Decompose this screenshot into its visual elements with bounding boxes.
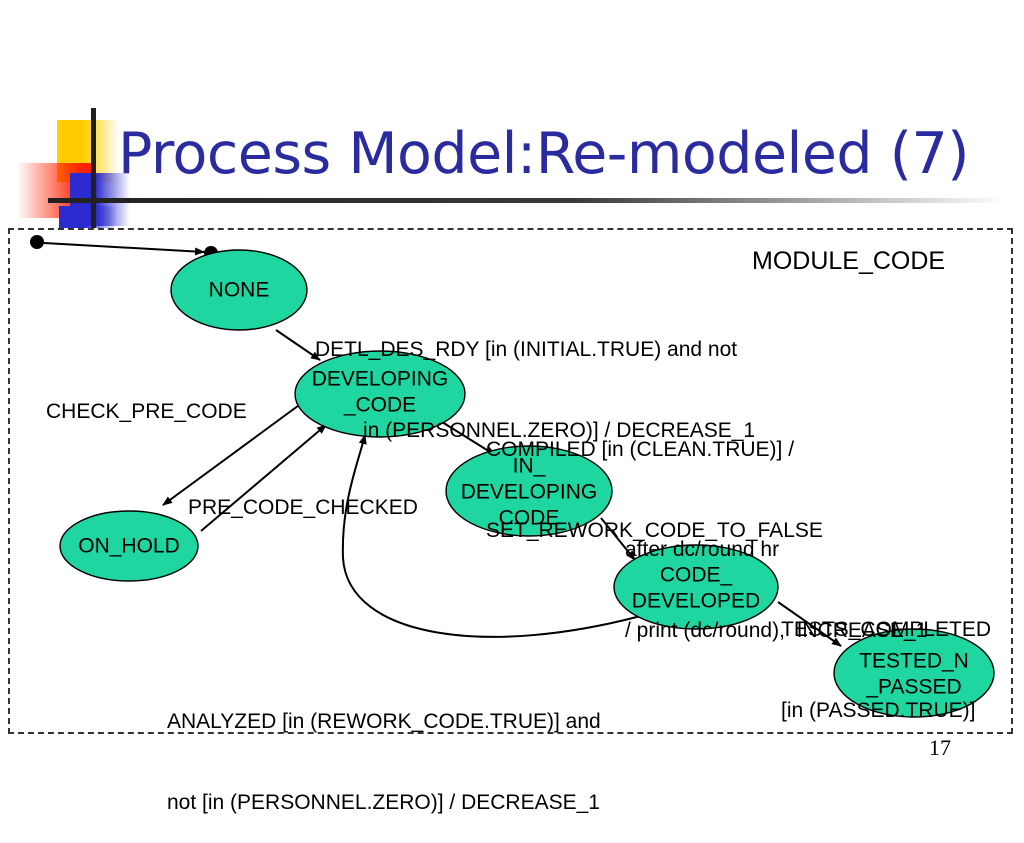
state-node-developing-code[interactable]: DEVELOPING _CODE [294,350,466,438]
state-node-code-developed[interactable]: CODE_ DEVELOPED [613,544,779,630]
page-number: 17 [929,735,951,760]
transition-label-check-pre-code: CHECK_PRE_CODE [46,400,247,423]
state-node-in-developing-code[interactable]: IN_ DEVELOPING CODE [445,445,613,537]
after-dc-line1: after dc/round hr [625,538,780,561]
developing-code-ellipse [294,350,466,438]
transition-label-compiled: COMPILED [in (CLEAN.TRUE)] / SET_REWORK_… [486,382,823,571]
transition-label-after-dc-round: after dc/round hr / print (dc/round), IN… [625,482,927,671]
analyzed-line1: ANALYZED [in (REWORK_CODE.TRUE)] and [167,710,601,733]
in-developing-code-label-line2: DEVELOPING [461,481,598,504]
none-ellipse [170,249,308,331]
compiled-line2: SET_REWORK_CODE_TO_FALSE [486,519,823,542]
edge-in-developing-code-to-code-developed [600,517,636,561]
edge-initial-to-none [43,242,205,256]
on-hold-label: ON_HOLD [78,535,180,558]
edge-developing-code-to-on-hold [162,399,307,506]
in-developing-code-label-line3: CODE [499,507,560,530]
tests-completed-line2: [in (PASSED.TRUE)] [781,699,976,722]
tested-n-passed-label-line1: TESTED_N [859,650,969,673]
edge-none-to-developing-code [275,329,321,361]
on-hold-ellipse [59,510,199,582]
page-title: Process Model:Re-modeled (7) [118,121,969,187]
region-label-module-code: MODULE_CODE [752,247,946,275]
code-developed-label-line1: CODE_ [660,564,733,587]
tested-n-passed-ellipse [833,628,995,718]
state-node-tested-n-passed[interactable]: TESTED_N _PASSED [833,628,995,718]
detl-des-rdy-line1: DETL_DES_RDY [in (INITIAL.TRUE) and not [315,338,738,361]
detl-des-rdy-line2: in (PERSONNEL.ZERO)] / DECREASE_1 [363,419,756,442]
none-label: NONE [209,279,270,302]
tests-completed-line1: TESTS_COMPLETED [781,618,992,641]
developing-code-label-line2: _CODE [343,394,416,417]
transition-label-pre-code-checked: PRE_CODE_CHECKED [188,496,418,519]
edge-on-hold-to-developing-code [200,424,327,532]
initial-state-dot [30,235,44,249]
code-developed-ellipse [613,544,779,630]
in-developing-code-label-line1: IN_ [513,455,546,478]
edge-code-developed-to-developing-code-analyzed [341,434,649,638]
state-node-on-hold[interactable]: ON_HOLD [59,510,199,582]
compiled-line1: COMPILED [in (CLEAN.TRUE)] / [486,438,795,461]
state-machine-diagram: NONE DEVELOPING _CODE ON_HOLD IN_ DEVELO… [30,235,995,718]
transition-label-tests-completed: TESTS_COMPLETED [in (PASSED.TRUE)] [781,562,991,751]
transition-label-detl-des-rdy: DETL_DES_RDY [in (INITIAL.TRUE) and not … [315,282,755,471]
title-horizontal-rule [48,198,1008,203]
tested-n-passed-label-line2: _PASSED [865,676,961,699]
analyzed-line2: not [in (PERSONNEL.ZERO)] / DECREASE_1 [167,791,600,814]
logo-vertical-rule [91,108,96,234]
state-node-none[interactable]: NONE [170,249,308,331]
transition-label-analyzed: ANALYZED [in (REWORK_CODE.TRUE)] and not… [167,654,601,843]
in-developing-code-ellipse [445,445,613,537]
code-developed-label-line2: DEVELOPED [632,590,760,613]
edge-code-developed-to-tested-n-passed [777,601,842,647]
after-dc-line2: / print (dc/round), INCREASE_1 [625,619,928,642]
developing-code-label-line1: DEVELOPING [312,368,449,391]
